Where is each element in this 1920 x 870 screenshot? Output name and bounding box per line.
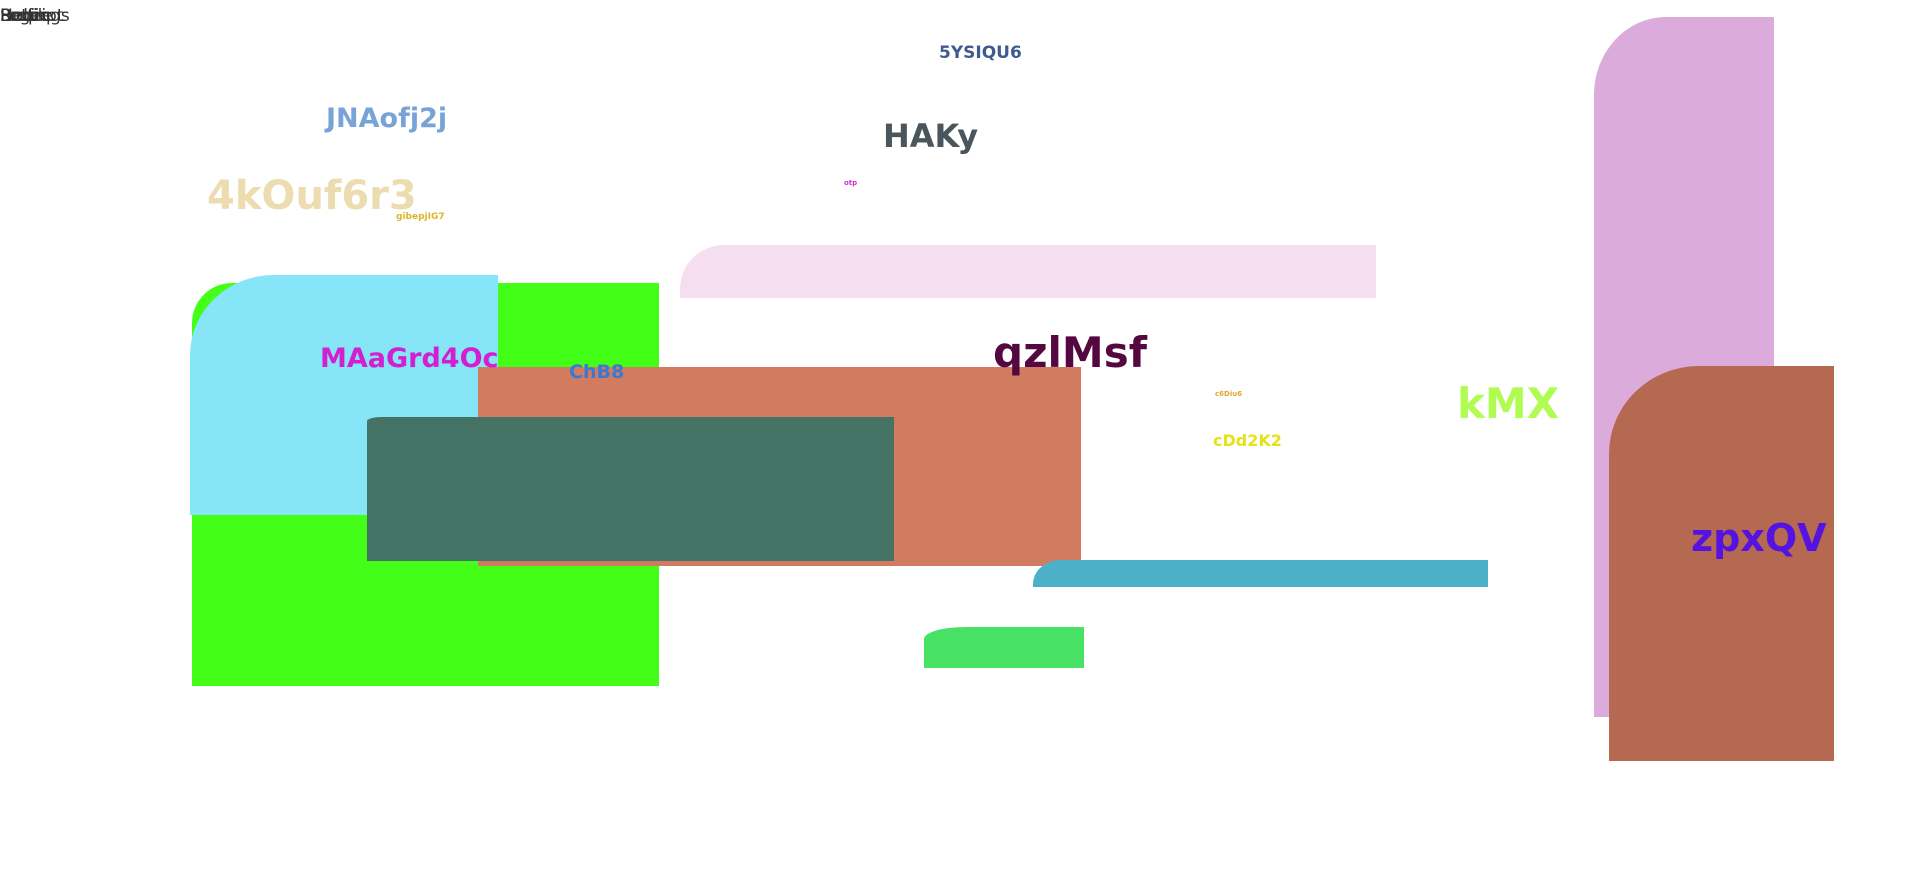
label-jnaofj2j: JNAofj2j [326,103,448,134]
light-pink-bar [680,245,1376,298]
label-chb8: ChB8 [569,361,625,383]
label-kmx: kMX [1457,379,1560,428]
label-4kouf6r3: 4kOuf6r3 [207,173,417,219]
label-otp: otp [844,179,858,187]
brown-panel [1609,366,1834,761]
corner-label-settings: Settings [0,6,70,26]
cyan-bar [1033,560,1488,587]
label-gibepjig7: gibepjIG7 [396,212,445,222]
corner-label-profile: Profile [0,6,53,26]
label-haky: HAKy [883,117,979,155]
label-cdd2k2: cDd2K2 [1213,431,1282,450]
corner-label-home: Home [0,6,51,26]
corner-label-help: Help [0,6,39,26]
label-c6diu6: c6Diu6 [1215,390,1243,398]
corner-label-login: Login [0,6,46,26]
label-maagrd4oc: MAaGrd4Oc [320,343,499,374]
corner-label-receipt: Receipt [0,6,64,26]
small-green-block [924,627,1084,668]
label-5ysiqu6: 5YSIQU6 [939,43,1022,63]
label-qzlmsf: qzlMsf [993,328,1147,377]
dark-teal-block [367,417,894,561]
label-zpxqv: zpxQV [1691,516,1827,560]
